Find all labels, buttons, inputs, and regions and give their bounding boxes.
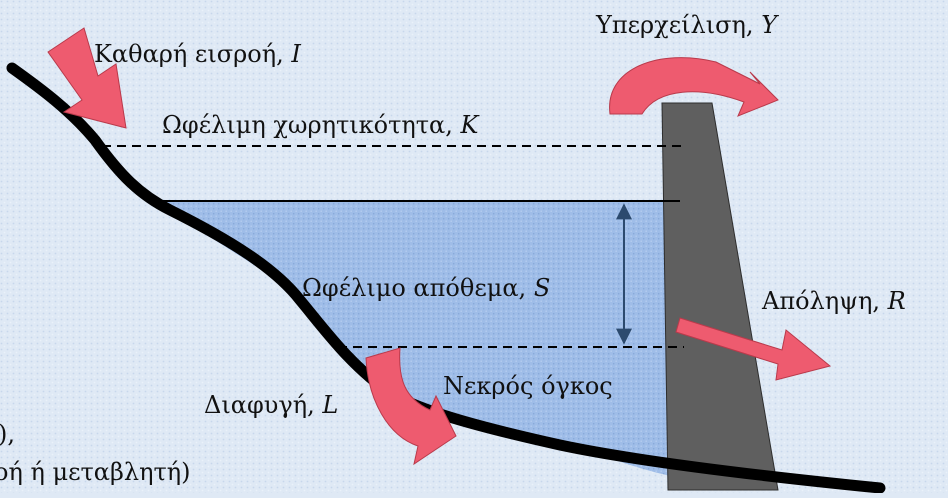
leakage-label-text: Διαφυγή,	[204, 391, 322, 419]
release-label-text: Απόληψη,	[761, 287, 888, 315]
spill-arrow	[609, 57, 779, 117]
capacity-label-text: Ωφέλιμη χωρητικότητα,	[162, 111, 461, 139]
inflow-arrow	[47, 27, 127, 129]
reservoir-water	[150, 201, 680, 478]
leakage-label: Διαφυγή, L	[204, 391, 338, 419]
spill-label-text: Υπερχείλιση,	[595, 11, 761, 39]
release-label-symbol: R	[887, 287, 906, 315]
cropped-text-line-2: οή ή μεταβλητή)	[0, 458, 190, 486]
dam	[661, 102, 779, 491]
release-arrow	[675, 317, 832, 381]
storage-label: Ωφέλιμο απόθεμα, S	[302, 274, 550, 302]
inflow-label-text: Καθαρή εισροή,	[94, 40, 291, 68]
release-label: Απόληψη, R	[761, 287, 906, 315]
spill-label-symbol: Y	[761, 11, 779, 39]
inflow-label: Καθαρή εισροή, I	[94, 40, 301, 68]
spill-label: Υπερχείλιση, Y	[595, 11, 779, 39]
cropped-text-line-1: ),	[0, 420, 15, 448]
capacity-label-symbol: K	[460, 111, 481, 139]
inflow-label-symbol: I	[290, 40, 301, 68]
storage-label-symbol: S	[534, 274, 550, 302]
dead-volume-label: Νεκρός όγκος	[443, 372, 613, 400]
storage-label-text: Ωφέλιμο απόθεμα,	[302, 274, 534, 302]
leakage-arrow	[365, 347, 457, 466]
capacity-label: Ωφέλιμη χωρητικότητα, K	[162, 111, 481, 139]
leakage-label-symbol: L	[321, 391, 338, 419]
ground-profile	[6, 62, 886, 494]
